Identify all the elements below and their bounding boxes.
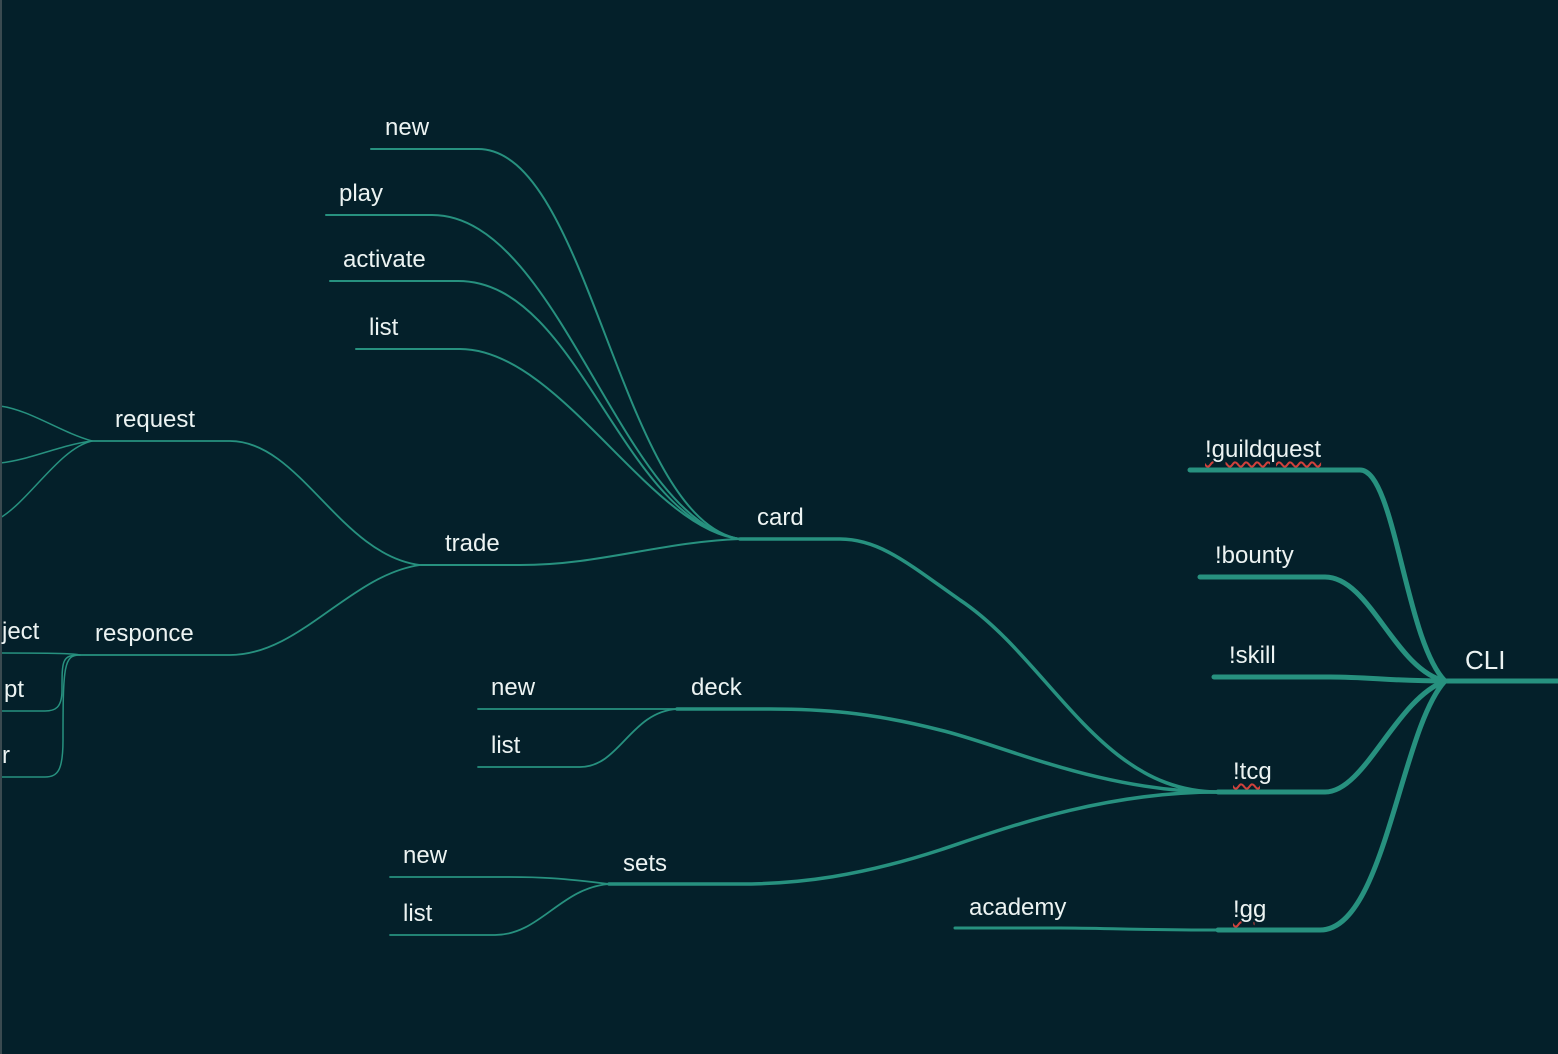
node-sets-list[interactable]: list: [403, 900, 433, 927]
left-edge-border: [0, 0, 2, 1054]
edge-tcg-deck: [675, 707, 1220, 794]
node-sets[interactable]: sets: [623, 850, 668, 877]
edge-card-trade: [419, 538, 741, 566]
node-other-partial[interactable]: r: [2, 742, 10, 769]
node-tcg-text: !tcg: [1233, 758, 1272, 785]
edge-sets-new: [389, 876, 610, 885]
edge-request-child-2: [0, 440, 93, 464]
edge-cli-guildquest: [1187, 467, 1448, 684]
node-trade[interactable]: trade: [445, 530, 500, 557]
edge-responce-accept: [0, 654, 81, 712]
edge-request-child-3: [0, 440, 93, 519]
node-deck-list[interactable]: list: [491, 732, 521, 759]
node-reject-partial[interactable]: ject: [2, 618, 40, 645]
node-cli[interactable]: CLI: [1465, 645, 1506, 675]
node-responce[interactable]: responce: [95, 620, 194, 647]
edge-responce-reject: [0, 652, 81, 656]
node-accept-partial[interactable]: pt: [4, 676, 25, 703]
edge-cli-skill: [1211, 674, 1448, 684]
node-bounty[interactable]: !bounty: [1215, 542, 1294, 569]
node-sets-new[interactable]: new: [403, 842, 448, 869]
node-academy[interactable]: academy: [969, 894, 1067, 921]
edge-responce-other: [0, 654, 81, 778]
edge-cli-tcg: [1215, 678, 1448, 795]
node-guildquest[interactable]: !guildquest: [1205, 436, 1321, 464]
edge-cli-bounty: [1197, 574, 1448, 684]
node-guildquest-text: !guildquest: [1205, 436, 1322, 463]
edge-gg-academy: [953, 926, 1220, 932]
edge-card-new: [370, 148, 741, 540]
edge-trade-request: [91, 440, 421, 566]
node-card-play[interactable]: play: [339, 180, 384, 207]
node-request[interactable]: request: [115, 406, 196, 433]
node-gg[interactable]: !gg: [1233, 896, 1266, 924]
node-deck-new[interactable]: new: [491, 674, 536, 701]
edge-card-activate: [329, 280, 741, 540]
edge-tcg-card: [738, 537, 1220, 794]
node-skill[interactable]: !skill: [1229, 642, 1276, 669]
edge-deck-list: [477, 708, 678, 768]
node-gg-text: !gg: [1233, 896, 1267, 923]
edge-request-child-1: [0, 405, 93, 442]
edge-tcg-sets: [607, 790, 1220, 886]
node-card-activate[interactable]: activate: [343, 246, 426, 273]
edge-card-play: [325, 214, 741, 540]
edge-trade-responce: [79, 564, 421, 656]
edge-card-list: [355, 348, 741, 540]
edge-sets-list: [389, 883, 610, 936]
edge-cli-gg: [1215, 678, 1448, 933]
node-tcg[interactable]: !tcg: [1233, 758, 1272, 786]
node-card-list[interactable]: list: [369, 314, 399, 341]
node-card-new[interactable]: new: [385, 114, 430, 141]
node-card[interactable]: card: [757, 504, 804, 531]
node-deck[interactable]: deck: [691, 674, 742, 701]
